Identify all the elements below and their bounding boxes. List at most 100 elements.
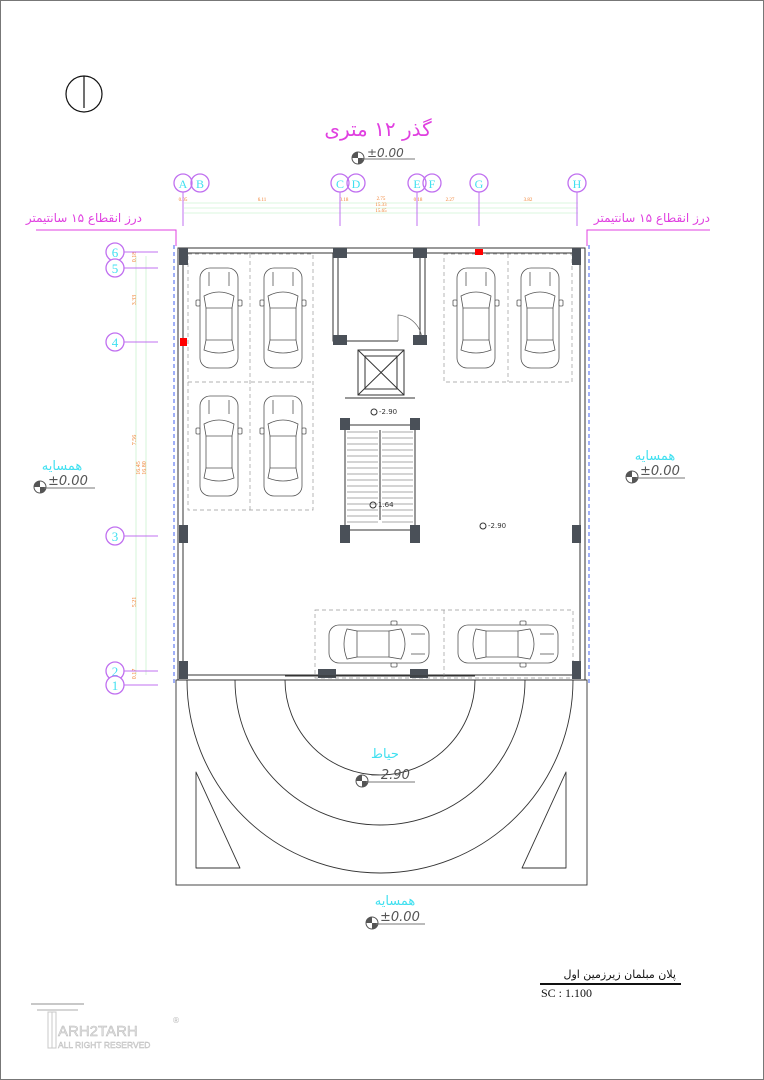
parked-car-icon [328, 620, 430, 668]
parked-car-icon [259, 395, 307, 497]
staircase [344, 424, 416, 531]
drawing-scale: SC : 1.100 [541, 986, 592, 1000]
elevator-shaft [357, 349, 405, 396]
parked-car-icon [516, 267, 564, 369]
parked-car-icon [452, 267, 500, 369]
svg-text:6: 6 [112, 245, 119, 260]
svg-text:ARH2TARH: ARH2TARH [58, 1023, 138, 1040]
parking-level-marker: -2.90 [479, 522, 506, 530]
neighbor-bottom: همسایه ±0.00 [365, 894, 425, 930]
grid-axis-2: 2 [105, 661, 158, 681]
yard-ramp [175, 675, 588, 886]
grid-axis-D: D [346, 173, 366, 193]
dimension-label: 3.33 [132, 295, 138, 306]
structural-column [179, 525, 188, 543]
svg-text:5: 5 [112, 261, 119, 276]
grid-axis-3: 3 [105, 526, 158, 546]
svg-text:3: 3 [112, 529, 119, 544]
grid-axis-B: B [190, 173, 210, 193]
parked-car-icon [457, 620, 559, 668]
structural-column [572, 661, 581, 679]
grid-axis-H: H [567, 173, 587, 226]
dimension-label: 2.27 [446, 198, 455, 203]
dimension-label: 0.18 [414, 198, 423, 203]
stair-level: 1.64 [378, 501, 394, 509]
structural-column [410, 418, 420, 430]
svg-text:±0.00: ±0.00 [48, 474, 88, 489]
landing-level-marker: -2.90 [370, 408, 397, 416]
svg-text:2: 2 [112, 664, 119, 679]
svg-text:F: F [429, 177, 436, 191]
north-arrow-icon [65, 75, 103, 113]
dimension-label: 16.45 [136, 461, 142, 475]
structural-column [572, 525, 581, 543]
service-core [332, 252, 426, 531]
dimension-label: 2.75 [377, 197, 386, 202]
drawing-title: پلان مبلمان زیرزمین اول [563, 968, 676, 981]
structural-column [318, 669, 336, 678]
street-level-marker: ±0.00 [351, 146, 415, 165]
tarh2tarh-logo: ARH2TARH ALL RIGHT RESERVED ® [31, 1003, 180, 1050]
grid-axis-1: 1 [105, 675, 158, 695]
dimension-label: 0.18 [340, 198, 349, 203]
dimension-label: 16.80 [142, 461, 148, 475]
dimension-label: 15.65 [375, 209, 387, 214]
svg-text:A: A [179, 177, 188, 191]
dimension-label: 3.82 [524, 198, 533, 203]
grid-axis-5: 5 [105, 258, 158, 278]
street-level: ±0.00 [367, 146, 404, 160]
parked-car-icon [259, 267, 307, 369]
structural-column [413, 248, 427, 258]
svg-text:G: G [475, 177, 484, 191]
column-red-marker [475, 249, 483, 255]
structural-column [340, 418, 350, 430]
parking-bays [187, 253, 574, 679]
landing-level: -2.90 [379, 408, 397, 416]
stair-level-marker: 1.64 [369, 501, 394, 509]
svg-text:D: D [352, 177, 361, 191]
dimension-label: 0.18 [132, 252, 138, 263]
svg-text:1: 1 [112, 678, 119, 693]
parking-level: -2.90 [488, 522, 506, 530]
svg-text:±0.00: ±0.00 [380, 910, 420, 925]
structural-column [572, 248, 581, 265]
dimension-label: 5.21 [132, 597, 138, 608]
dimension-label: 6.11 [258, 198, 267, 203]
structural-column [333, 248, 347, 258]
svg-text:H: H [573, 177, 582, 191]
svg-text:®: ® [172, 1016, 180, 1025]
expansion-joint-left: درز انقطاع ۱۵ سانتیمتر [25, 211, 142, 226]
svg-text:E: E [413, 177, 420, 191]
grid-axis-F: F [422, 173, 442, 193]
expansion-joint-right: درز انقطاع ۱۵ سانتیمتر [593, 211, 710, 226]
structural-column [410, 669, 428, 678]
column-red-marker [180, 338, 187, 346]
structural-column [179, 661, 188, 679]
yard-label: حیاط [371, 747, 399, 762]
dimension-label: 0.17 [132, 669, 138, 680]
structural-column [179, 248, 188, 265]
structural-column [413, 335, 427, 345]
building-outline [173, 245, 590, 685]
svg-text:4: 4 [112, 335, 119, 350]
parked-car-icon [195, 395, 243, 497]
svg-text:همسایه: همسایه [635, 449, 676, 464]
grid-axis-C: C [330, 173, 350, 226]
yard-level-marker: −2.90 [355, 768, 415, 788]
svg-text:ALL RIGHT RESERVED: ALL RIGHT RESERVED [58, 1040, 150, 1050]
structural-column [340, 525, 350, 543]
grid-axis-E: E [407, 173, 427, 226]
grid-axis-4: 4 [105, 332, 158, 352]
dimension-label: 7.56 [132, 435, 138, 446]
grid-axis-G: G [469, 173, 489, 226]
parked-car-icon [195, 267, 243, 369]
svg-text:B: B [196, 177, 204, 191]
yard-level: −2.90 [370, 768, 410, 783]
structural-column [333, 335, 347, 345]
street-label: گذر ۱۲ متری [324, 117, 432, 141]
svg-text:±0.00: ±0.00 [640, 464, 680, 479]
neighbor-left: همسایه ±0.00 [33, 459, 95, 494]
neighbor-right: همسایه ±0.00 [625, 449, 685, 484]
